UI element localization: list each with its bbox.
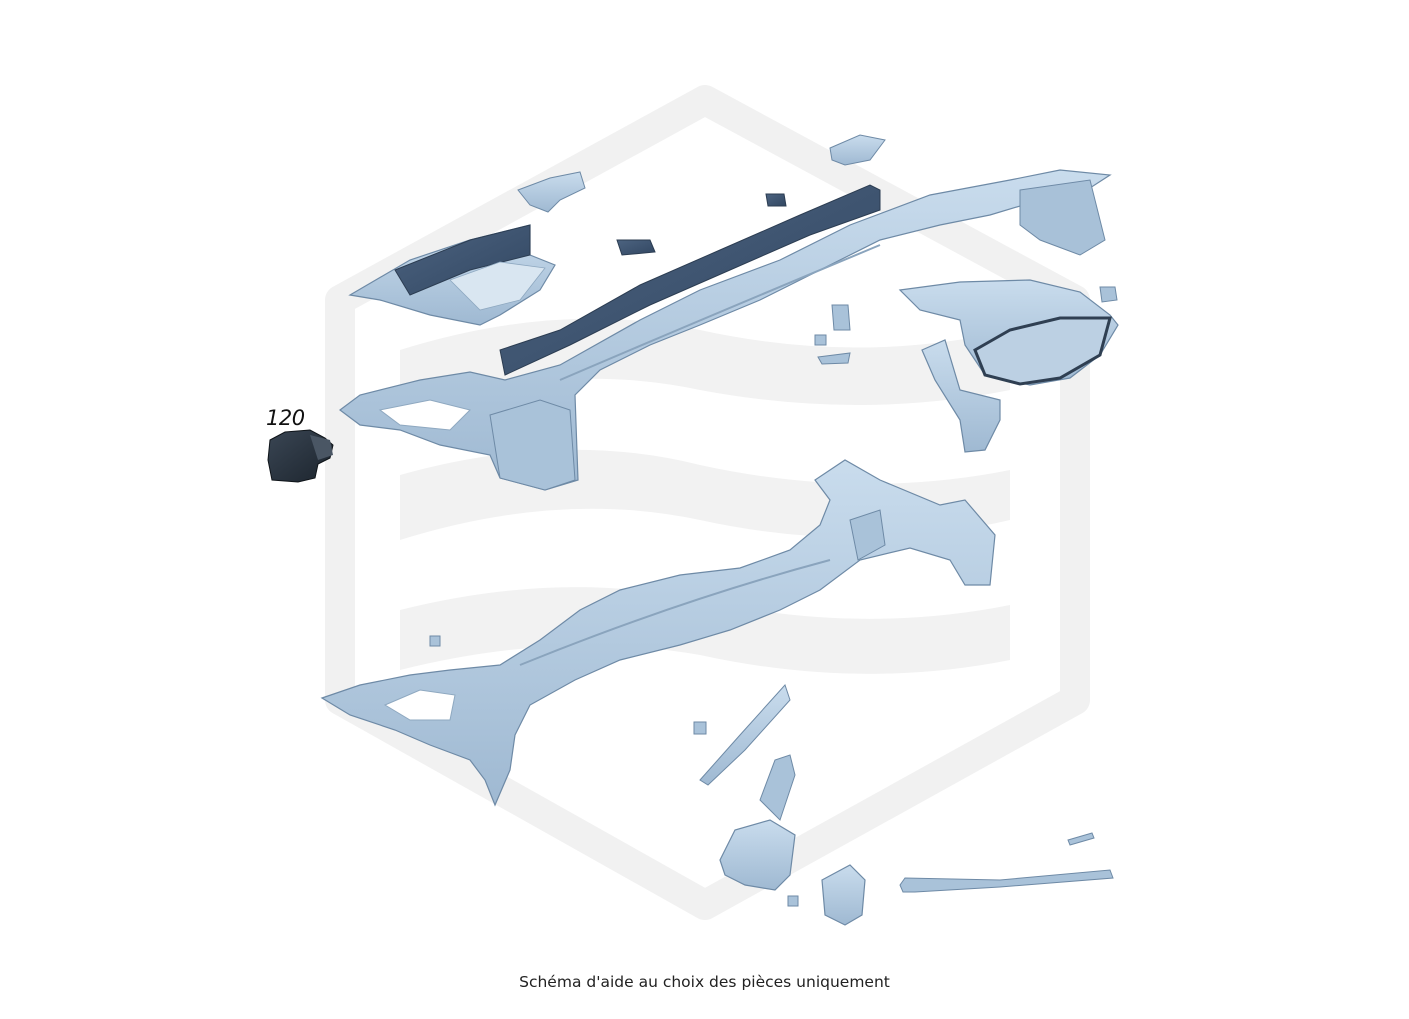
lower-cowl-crossmember[interactable] bbox=[320, 459, 996, 807]
cowl-rubber-seal[interactable] bbox=[499, 184, 881, 376]
wiper-motor[interactable] bbox=[719, 819, 866, 926]
diagram-caption: Schéma d'aide au choix des pièces unique… bbox=[519, 973, 890, 991]
upper-cowl-panel[interactable] bbox=[339, 169, 1112, 491]
left-mount-bracket[interactable] bbox=[517, 171, 586, 213]
side-duct[interactable] bbox=[921, 339, 1001, 453]
air-intake-housing[interactable] bbox=[898, 279, 1119, 386]
wiper-arm-rod[interactable] bbox=[899, 832, 1114, 893]
left-water-deflector-tray[interactable] bbox=[348, 224, 556, 326]
small-rubber-stop[interactable] bbox=[616, 193, 787, 256]
clips-group-upper bbox=[814, 286, 1118, 365]
right-mount-bracket[interactable] bbox=[829, 134, 886, 166]
part-number-label[interactable]: 120 bbox=[266, 406, 305, 430]
connector-part-120[interactable] bbox=[267, 429, 334, 483]
wiper-linkage[interactable] bbox=[693, 684, 796, 821]
